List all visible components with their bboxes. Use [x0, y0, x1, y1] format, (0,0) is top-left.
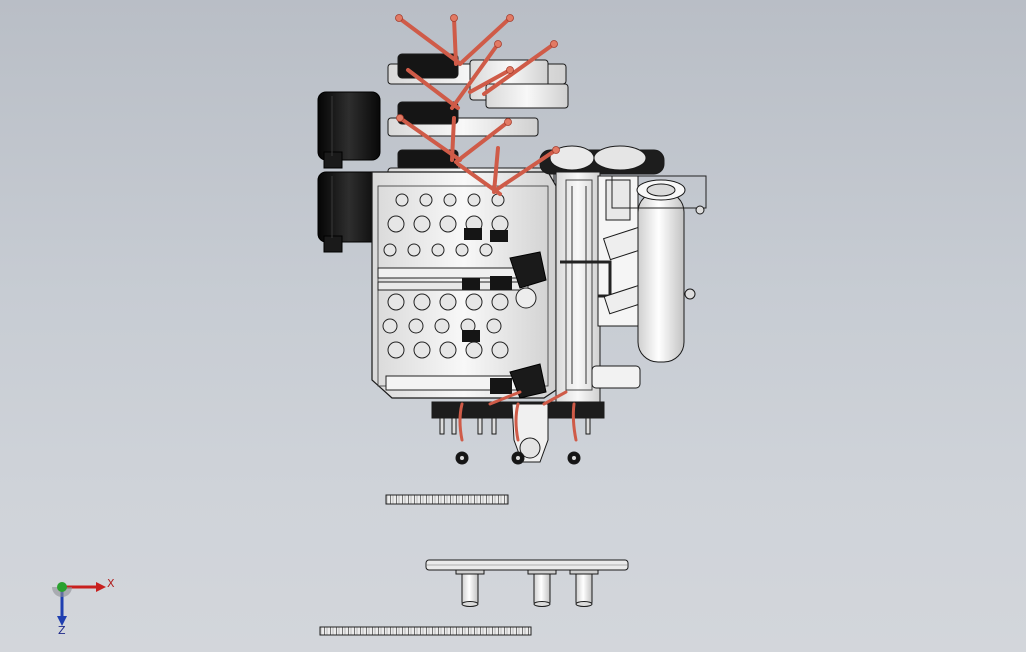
throttle-body-cylinder	[602, 175, 707, 363]
dark-cover-lower	[317, 171, 381, 253]
lower-tubes	[458, 390, 578, 442]
orientation-triad[interactable]: X Z	[44, 568, 134, 638]
lower-fuel-bracket	[431, 401, 605, 463]
dark-cover-upper	[317, 91, 381, 169]
y-axis-dot	[52, 582, 72, 597]
fuel-rail-tubes	[397, 16, 558, 196]
gasket-strip-upper	[385, 494, 509, 505]
tube-end-caps	[395, 14, 560, 154]
hex-nuts	[455, 451, 581, 465]
flange-plate-with-pegs	[425, 559, 629, 607]
gasket-strip-lower	[319, 626, 532, 636]
x-axis-label: X	[107, 577, 115, 590]
z-axis-label: Z	[58, 624, 66, 637]
cylinder-head-block	[371, 171, 557, 399]
